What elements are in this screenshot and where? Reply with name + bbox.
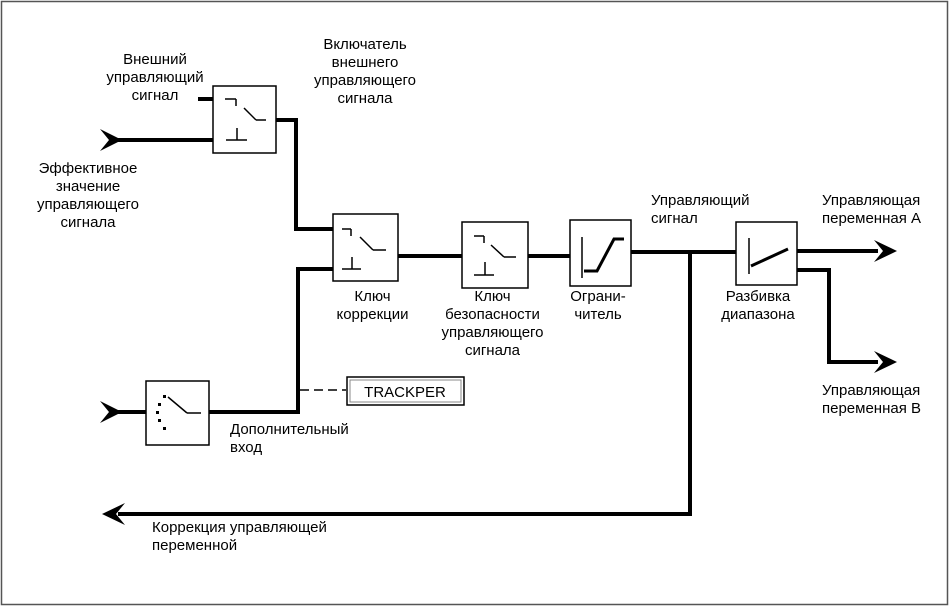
arrow-additional-input-in (100, 401, 122, 423)
label-line: сигнала (60, 214, 116, 231)
arrow-output-b (874, 351, 897, 373)
arrow-feedback (102, 503, 125, 525)
label-line: Ключ (474, 288, 511, 305)
signal-lines (112, 97, 878, 516)
correction-key-block (332, 213, 399, 282)
trackper-box: TRACKPER (346, 376, 465, 406)
line-switch1-to-correction (275, 118, 333, 231)
label-line: коррекции (336, 306, 409, 323)
label-line: Коррекция управляющей (152, 519, 327, 536)
label-line: Разбивка (725, 288, 791, 305)
label-line: Включатель (323, 36, 407, 53)
label-line: Управляющий (651, 192, 750, 209)
label-line: переменной (152, 537, 238, 554)
label-line: диапазона (721, 306, 795, 323)
label-line: Внешний (123, 51, 187, 68)
range-split-block (735, 221, 798, 286)
label-line: вход (230, 439, 263, 456)
label-line: Управляющая (822, 192, 921, 209)
label-line: Ключ (354, 288, 391, 305)
label-line: сигнала (464, 342, 521, 359)
additional-input-switch-block (145, 380, 210, 446)
line-additional-input (209, 267, 333, 414)
label-line: Эффективное (38, 160, 138, 177)
label-line: Ограни- (570, 288, 626, 305)
line-output-b (797, 268, 878, 364)
limiter-block (569, 219, 632, 287)
label-line: переменная A (822, 210, 922, 227)
label-line: читель (574, 306, 622, 323)
label-line: сигнал (651, 210, 698, 227)
label-line: сигнал (131, 87, 179, 104)
label-limiter: Ограни-читель (558, 288, 638, 324)
label-line: Управляющая (822, 382, 921, 399)
external-switch-block (212, 85, 277, 154)
label-line: сигнала (337, 90, 393, 107)
label-line: безопасности (445, 306, 540, 323)
trackper-label: TRACKPER (364, 384, 446, 401)
label-line: управляющего (36, 196, 140, 213)
label-line: управляющего (313, 72, 417, 89)
label-line: значение (55, 178, 121, 195)
arrow-effective-value-in (100, 129, 122, 151)
arrow-output-a (874, 240, 897, 262)
label-line: управляющего (441, 324, 544, 341)
line-feedback (118, 252, 692, 516)
label-line: переменная B (822, 400, 922, 417)
label-line: управляющий (106, 69, 204, 86)
arrows (100, 129, 897, 525)
label-line: внешнего (331, 54, 399, 71)
safety-key-block (461, 221, 529, 289)
label-line: Дополнительный (230, 421, 349, 438)
